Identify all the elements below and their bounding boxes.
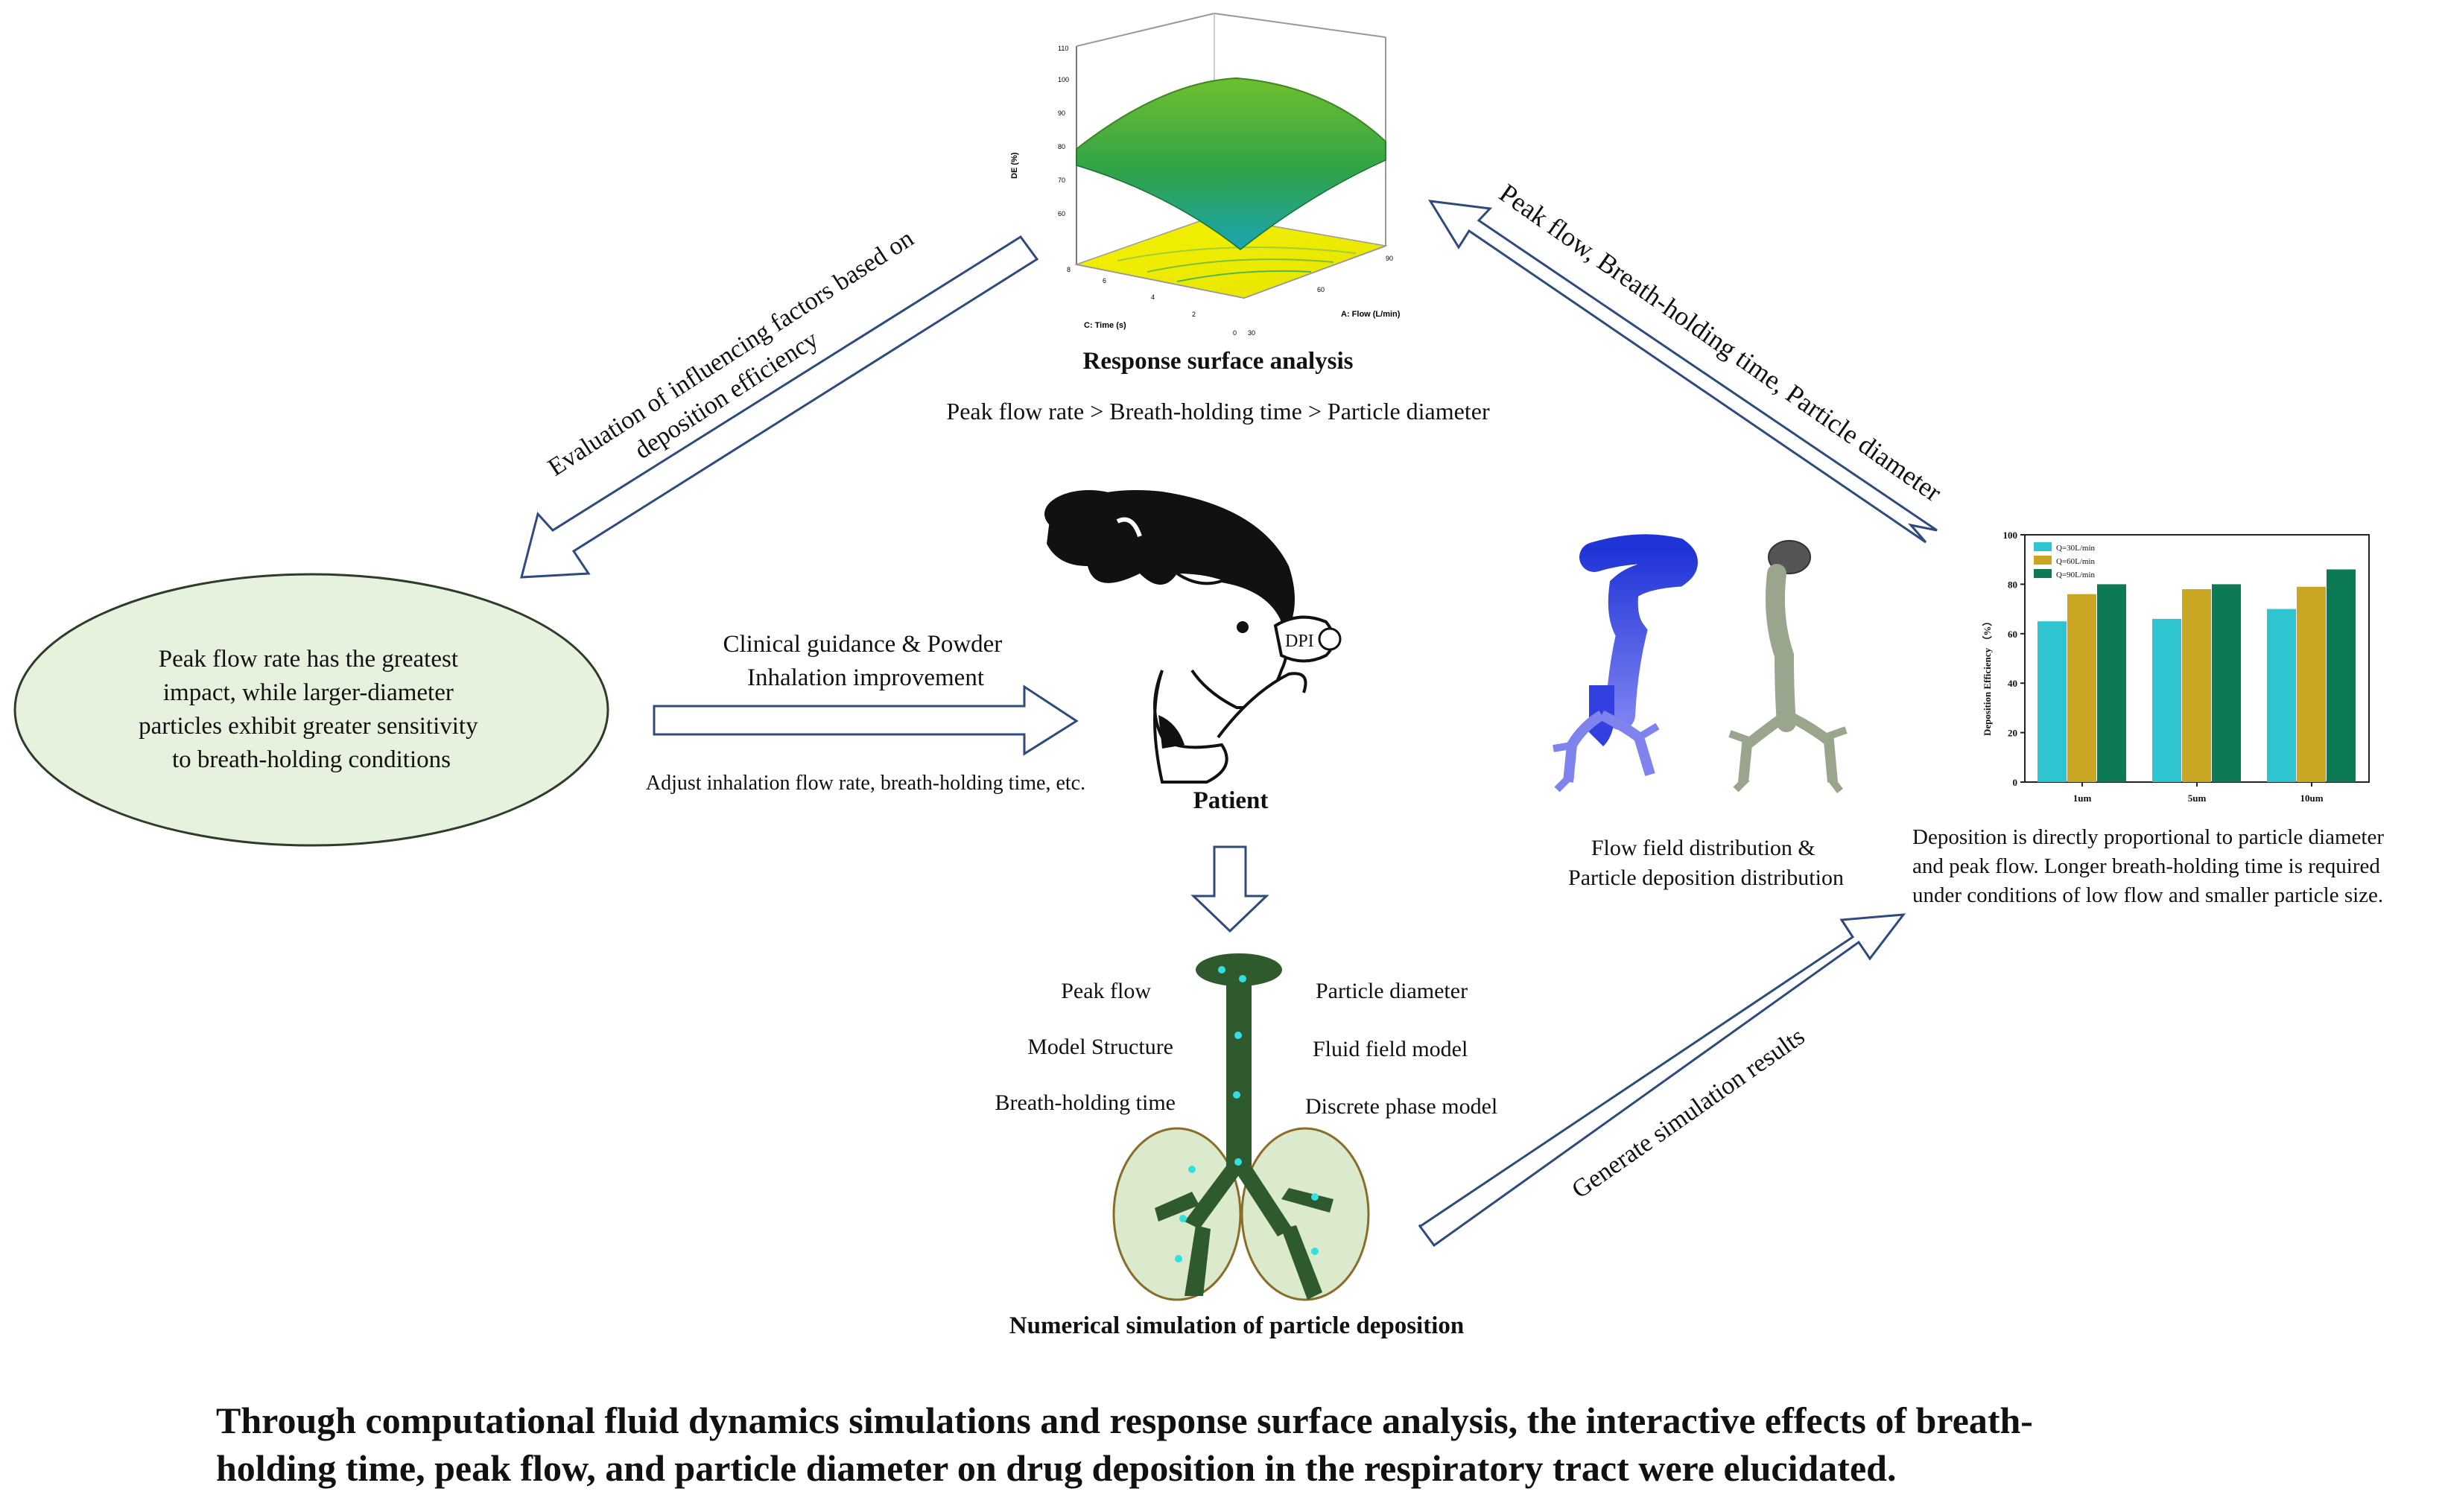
y-tick: 8 bbox=[1067, 266, 1071, 273]
particle-deposition-model bbox=[1728, 540, 1848, 794]
y-tick-label: 60 bbox=[2008, 629, 2017, 640]
y-tick: 2 bbox=[1192, 311, 1196, 318]
y-tick: 4 bbox=[1151, 293, 1155, 301]
label-fluid-field: Fluid field model bbox=[1313, 1037, 1468, 1061]
bar bbox=[2097, 584, 2126, 782]
x-tick: 90 bbox=[1386, 255, 1393, 262]
footer-line2: holding time, peak flow, and particle di… bbox=[216, 1447, 1897, 1489]
y-tick: 6 bbox=[1103, 277, 1106, 285]
legend-label: Q=60L/min bbox=[2056, 557, 2096, 566]
clinical-arrow bbox=[653, 684, 1079, 756]
footer-line1: Through computational fluid dynamics sim… bbox=[216, 1400, 2033, 1441]
y-axis-label: C: Time (s) bbox=[1084, 321, 1126, 330]
simulation-title: Numerical simulation of particle deposit… bbox=[1009, 1312, 1464, 1339]
chart-y-label: Deposition Efficiency （%） bbox=[1982, 617, 1993, 736]
x-tick-label: 1um bbox=[2073, 792, 2092, 804]
legend-label: Q=90L/min bbox=[2056, 571, 2096, 579]
y-tick-label: 100 bbox=[2003, 530, 2018, 541]
z-tick: 100 bbox=[1058, 76, 1069, 83]
generate-arrow bbox=[1418, 913, 1906, 1248]
down-arrow bbox=[1190, 845, 1269, 933]
flow-field-model bbox=[1553, 534, 1698, 792]
x-tick-label: 10um bbox=[2300, 792, 2323, 804]
x-axis-label: A: Flow (L/min) bbox=[1341, 310, 1401, 319]
z-tick: 90 bbox=[1058, 109, 1065, 117]
response-surface-plot: 110 100 90 80 70 60 DE (%) 8 6 4 2 0 C: … bbox=[1010, 13, 1401, 337]
bar bbox=[2212, 584, 2241, 782]
y-tick: 0 bbox=[1233, 329, 1237, 337]
factors-label: Peak flow, Breath-holding time, Particle… bbox=[1494, 178, 1947, 508]
x-tick: 30 bbox=[1248, 329, 1255, 337]
legend-swatch bbox=[2034, 542, 2052, 551]
bar-chart-result: Deposition is directly proportional to p… bbox=[1912, 825, 2389, 907]
z-axis-label: DE (%) bbox=[1010, 152, 1019, 179]
label-model-structure: Model Structure bbox=[1027, 1035, 1173, 1059]
y-tick-label: 0 bbox=[2013, 777, 2018, 788]
bar bbox=[2327, 569, 2356, 782]
evaluation-arrow bbox=[520, 235, 1039, 579]
bar bbox=[2267, 609, 2296, 782]
bar bbox=[2038, 621, 2067, 782]
patient-illustration: DPI bbox=[1044, 490, 1342, 784]
x-tick: 60 bbox=[1317, 286, 1325, 293]
patient-label: Patient bbox=[1193, 787, 1269, 814]
deposition-bar-chart: Deposition Efficiency （%） 0 20 40 60 80 100 1u… bbox=[1982, 530, 2370, 804]
bar bbox=[2297, 586, 2326, 782]
bar bbox=[2152, 618, 2181, 782]
legend-label: Q=30L/min bbox=[2056, 544, 2096, 553]
airway-lung-model bbox=[1112, 953, 1370, 1301]
x-tick-label: 5um bbox=[2188, 792, 2207, 804]
clinical-label: Clinical guidance & Powder Inhalation im… bbox=[723, 631, 1008, 691]
bar bbox=[2067, 594, 2096, 782]
label-peak-flow: Peak flow bbox=[1061, 979, 1151, 1003]
dpi-inhaler: DPI bbox=[1273, 615, 1342, 663]
label-discrete-phase: Discrete phase model bbox=[1305, 1094, 1497, 1119]
legend-swatch bbox=[2034, 556, 2052, 565]
conclusion-text: Peak flow rate has the greatest impact, … bbox=[139, 646, 484, 773]
y-tick-label: 80 bbox=[2008, 579, 2017, 590]
y-tick-label: 40 bbox=[2008, 678, 2017, 689]
conclusion-ellipse bbox=[13, 573, 609, 847]
z-tick: 110 bbox=[1058, 45, 1068, 52]
factor-ranking: Peak flow rate > Breath-holding time > P… bbox=[946, 398, 1490, 425]
legend-swatch bbox=[2034, 569, 2052, 578]
factors-arrow bbox=[1428, 200, 1938, 544]
z-tick: 80 bbox=[1058, 143, 1065, 150]
bar bbox=[2182, 589, 2211, 782]
label-particle-diameter: Particle diameter bbox=[1316, 979, 1468, 1003]
z-tick: 70 bbox=[1058, 177, 1065, 184]
y-tick-label: 20 bbox=[2008, 728, 2017, 739]
response-surface-title: Response surface analysis bbox=[1082, 348, 1353, 375]
adjust-label: Adjust inhalation flow rate, breath-hold… bbox=[646, 772, 1085, 795]
flow-field-caption: Flow field distribution & Particle depos… bbox=[1568, 836, 1844, 890]
footer-caption: Through computational fluid dynamics sim… bbox=[216, 1397, 2302, 1492]
z-tick: 60 bbox=[1058, 210, 1065, 217]
dpi-label: DPI bbox=[1285, 632, 1314, 651]
label-breath-holding: Breath-holding time bbox=[995, 1090, 1176, 1115]
